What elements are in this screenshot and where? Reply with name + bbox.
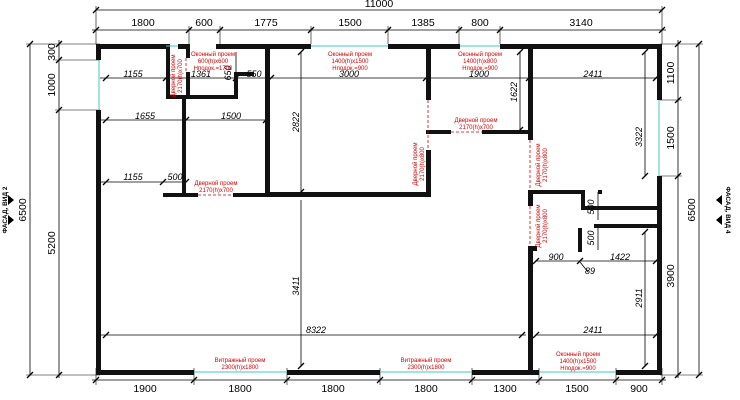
opening-label-window-2: Оконный проем 1400(h)x1500 Нподок.=900 [328,51,372,72]
inner-dim-3411: 3411 [291,276,301,295]
left-dim-3: 5200 [46,231,58,255]
top-dim-7: 3140 [569,17,593,29]
inner-dim-550: 550 [246,69,261,79]
right-dim-3: 3900 [665,264,677,288]
facade-marker-left: ФАСАД, ВИД 2 [2,186,14,234]
left-dim-2: 1000 [46,73,58,97]
svg-text:2170(h)x800: 2170(h)x800 [543,147,549,181]
inner-dim-3322: 3322 [634,127,644,147]
svg-text:Оконный проем: Оконный проем [328,51,372,58]
inner-dim-1622: 1622 [509,82,519,102]
bottom-dim-3: 1800 [321,383,345,395]
right-overall-label: 6500 [686,198,698,222]
inner-dim-500c: 500 [586,230,596,245]
bottom-dim-1: 1900 [133,383,157,395]
svg-text:Дверной проем: Дверной проем [412,143,419,186]
bottom-dim-4: 1800 [414,383,438,395]
opening-label-door-2: Дверной проем 2170(h)x700 [455,117,498,131]
inner-dim-8322: 8322 [306,325,326,335]
facade-right-label: ФАСАД, ВИД 4 [724,186,731,233]
left-overall-label: 6500 [17,198,29,222]
svg-text:1400(h)x1500: 1400(h)x1500 [331,59,369,65]
inner-dim-1655: 1655 [135,111,156,121]
svg-text:2170(h)x700: 2170(h)x700 [459,125,493,131]
svg-text:Нподок.=900: Нподок.=900 [560,366,596,372]
opening-label-stained-glass-1: Витражный проем 2300(h)x1800 [215,357,266,371]
top-dim-3: 1775 [254,17,278,29]
top-dim-6: 800 [471,17,489,29]
svg-text:600(h)x600: 600(h)x600 [198,59,229,65]
left-dim-1: 300 [46,43,58,61]
svg-text:2300(h)x1800: 2300(h)x1800 [407,365,445,371]
svg-text:2170(h)x800: 2170(h)x800 [420,146,426,180]
svg-text:1400(h)x1500: 1400(h)x1500 [559,359,597,365]
inner-dim-1422: 1422 [610,252,630,262]
svg-text:Витражный проем: Витражный проем [401,357,452,364]
top-dim-5: 1385 [411,17,435,29]
facade-marker-right: ФАСАД, ВИД 4 [716,186,731,234]
inner-dim-2822: 2822 [291,112,301,133]
opening-label-door-vertical-3: Дверной проем 2170(h)x800 [535,144,549,187]
opening-label-stained-glass-2: Витражный проем 2300(h)x1800 [401,357,452,371]
svg-text:2170(h)x800: 2170(h)x800 [543,208,549,242]
inner-dim-500b: 500 [586,199,596,214]
svg-text:Дверной проем: Дверной проем [535,205,542,248]
svg-text:Оконный проем: Оконный проем [191,51,235,58]
top-dim-4: 1500 [338,17,362,29]
svg-text:Нподок.=900: Нподок.=900 [462,66,498,72]
right-dim-1: 1100 [665,62,677,85]
top-dim-2: 600 [195,17,213,29]
dimension-lines [26,6,703,385]
svg-text:1400(h)x800: 1400(h)x800 [463,59,497,65]
svg-text:2170(h)x700: 2170(h)x700 [178,58,184,92]
right-dim-2: 1500 [665,126,677,150]
inner-dim-2911: 2911 [634,288,644,308]
svg-text:2300(h)x1800: 2300(h)x1800 [221,365,259,371]
inner-dim-650: 650 [223,65,233,80]
opening-label-window-3: Оконный проем 1400(h)x800 Нподок.=900 [458,51,502,72]
opening-label-door-1: Дверной проем 2170(h)x700 [195,180,238,194]
inner-dim-1361: 1361 [191,69,211,79]
inner-dim-1500: 1500 [221,111,241,121]
bottom-dim-2: 1800 [228,383,252,395]
svg-text:Дверной проем: Дверной проем [535,144,542,187]
facade-left-label: ФАСАД, ВИД 2 [2,186,9,233]
bottom-dim-5: 1300 [493,383,517,395]
inner-dim-1155a: 1155 [123,69,143,79]
inner-dim-2411b: 2411 [582,325,602,335]
bottom-dim-6: 1500 [565,383,589,395]
inner-dim-1155b: 1155 [123,172,143,182]
svg-text:Оконный проем: Оконный проем [458,51,502,58]
inner-dim-89: 89 [585,266,595,276]
dimension-ticks [26,6,703,384]
svg-text:Нподок.=900: Нподок.=900 [332,66,368,72]
opening-label-window-4: Оконный проем 1400(h)x1500 Нподок.=900 [556,351,600,372]
svg-text:Дверной проем: Дверной проем [195,180,238,187]
inner-dim-3000: 3000 [339,69,359,79]
inner-dim-500a: 500 [167,172,182,182]
walls [96,44,662,375]
inner-dim-900: 900 [548,252,563,262]
svg-text:2170(h)x700: 2170(h)x700 [199,188,233,194]
svg-text:Оконный проем: Оконный проем [556,351,600,358]
opening-label-door-vertical-4: Дверной проем 2170(h)x800 [535,205,549,248]
inner-dim-1900: 1900 [469,69,489,79]
svg-text:Витражный проем: Витражный проем [215,357,266,364]
svg-text:Дверной проем: Дверной проем [170,55,177,98]
svg-text:Нподок.=1700: Нподок.=1700 [194,66,233,72]
bottom-dim-7: 900 [630,383,648,395]
svg-text:Дверной проем: Дверной проем [455,117,498,124]
opening-label-door-vertical-2: Дверной проем 2170(h)x800 [412,143,426,186]
opening-label-door-vertical-1: Дверной проем 2170(h)x700 [170,55,184,98]
door-openings [185,58,531,246]
top-dim-1: 1800 [131,17,155,29]
window-glass [98,45,660,373]
inner-dim-2411a: 2411 [582,69,602,79]
opening-label-window-1: Оконный проем 600(h)x600 Нподок.=1700 [191,51,235,72]
overall-width-label: 11000 [365,0,394,10]
